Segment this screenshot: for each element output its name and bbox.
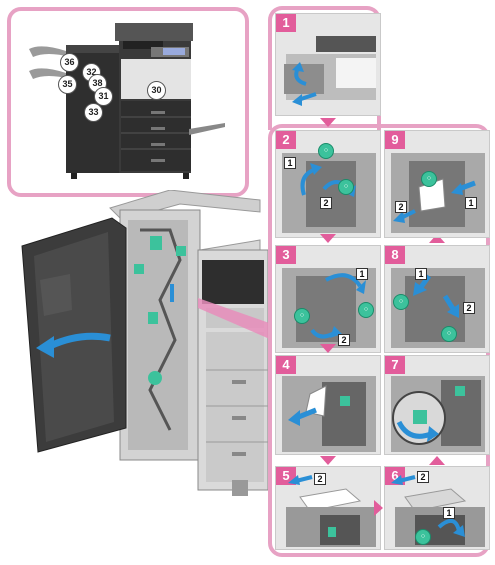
step-9-panel: 9 1 2 ○ [384,130,490,238]
step-3-sub-2: 2 [338,334,350,346]
callout-33: 33 [84,103,103,122]
step-5-sub-2: 2 [314,473,326,485]
step-2-number: 2 [276,131,296,149]
step-8-sub-1: 1 [415,268,427,280]
step-6-illustration [391,475,485,547]
flow-arrow-2-3 [320,234,336,243]
flow-arrow-6-7 [429,456,445,465]
step-3-lever-icon: ○ [294,308,310,324]
machine-overview-illustration [29,23,225,179]
step-2-lever-icon: ○ [318,143,334,159]
step-2-knob-icon: ○ [338,179,354,195]
flow-arrow-5-6 [374,500,383,516]
finisher-open-illustration [21,190,272,496]
step-1-illustration [284,36,376,106]
step-6-knob-icon: ○ [415,529,431,545]
step-3-sub-1: 1 [356,268,368,280]
step-8-knob-icon: ○ [441,326,457,342]
step-4-illustration [282,376,376,452]
step-3-number: 3 [276,246,296,264]
step-6-sub-2: 2 [417,471,429,483]
step-7-number: 7 [385,356,405,374]
step-8-illustration [391,268,485,348]
callout-35: 35 [58,75,77,94]
step-9-sub-1: 1 [465,197,477,209]
step-4-panel: 4 [275,355,381,455]
step-7-panel: 7 [384,355,490,455]
step-8-lever-icon: ○ [393,294,409,310]
step-3-panel: 3 1 2 ○ ○ [275,245,381,353]
flow-arrow-1-2 [320,118,336,127]
step-9-lever-icon: ○ [421,171,437,187]
step-9-number: 9 [385,131,405,149]
flow-arrow-3-4 [320,344,336,353]
step-5-illustration [286,475,376,547]
step-1-panel: 1 [275,13,381,116]
step-8-panel: 8 1 2 ○ ○ [384,245,490,353]
step-8-sub-2: 2 [463,302,475,314]
step-7-illustration [391,376,485,452]
overview-frame: 36 32 35 38 31 30 33 [7,7,249,197]
step-9-sub-2: 2 [395,201,407,213]
step-2-sub-2: 2 [320,197,332,209]
step-2-panel: 2 1 2 ○ ○ [275,130,381,238]
step-6-panel: 6 2 1 ○ [384,466,490,550]
step-6-sub-1: 1 [443,507,455,519]
step-2-sub-1: 1 [284,157,296,169]
step-9-illustration [391,153,485,233]
step-4-number: 4 [276,356,296,374]
flow-arrow-8-9 [429,234,445,243]
flow-arrow-4-5 [320,456,336,465]
step-2-illustration [282,153,376,233]
step-3-knob-icon: ○ [358,302,374,318]
callout-36: 36 [60,53,79,72]
step-1-number: 1 [276,14,296,32]
step-5-number: 5 [276,467,296,485]
callout-30: 30 [147,81,166,100]
step-3-illustration [282,268,376,348]
callout-31: 31 [94,87,113,106]
step-5-panel: 5 2 [275,466,381,550]
step-8-number: 8 [385,246,405,264]
